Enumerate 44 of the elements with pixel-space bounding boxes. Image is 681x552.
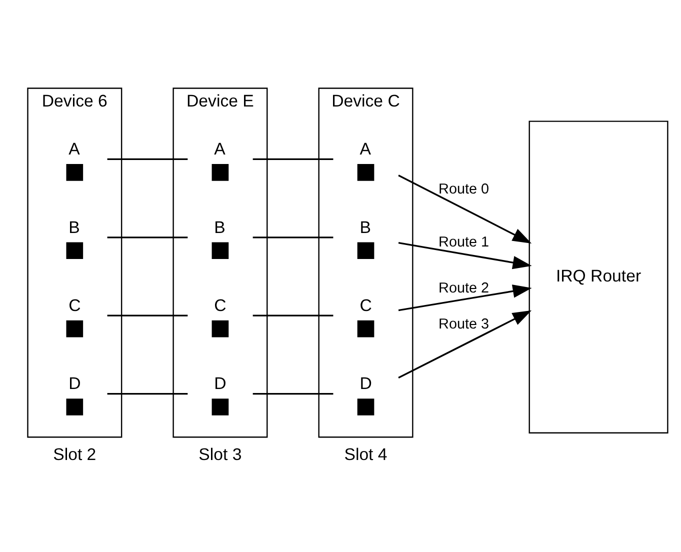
node-label: D	[360, 374, 372, 393]
edge-label: Route 2	[438, 280, 490, 296]
node-label: C	[68, 296, 81, 315]
node-label: D	[214, 374, 226, 393]
node-box	[357, 320, 374, 337]
node-box: IRQ Router	[528, 120, 668, 433]
connector	[107, 236, 188, 238]
node-box	[212, 320, 229, 337]
arrow	[398, 242, 532, 269]
edge-label: Route 1	[438, 234, 490, 250]
connector	[107, 158, 188, 160]
node-label: A	[360, 139, 371, 158]
connector	[252, 158, 334, 160]
node-label: C	[360, 296, 372, 315]
node-label: A	[68, 139, 80, 158]
node-box	[212, 242, 229, 259]
node-label: B	[214, 217, 226, 236]
arrow	[398, 284, 532, 311]
node-box	[357, 398, 374, 415]
node-label: D	[68, 374, 81, 393]
node-label: Slot 2	[53, 444, 96, 464]
node-box	[66, 398, 84, 415]
edge-label: Route 3	[438, 316, 490, 332]
connector	[107, 392, 188, 394]
arrow	[398, 310, 532, 378]
node-label: B	[360, 217, 371, 236]
node-label: B	[68, 217, 80, 236]
node-box	[66, 164, 84, 180]
node-box	[357, 242, 374, 259]
node-label: A	[214, 139, 226, 158]
node-box	[357, 164, 374, 180]
node-box	[212, 398, 229, 415]
node-label: Slot 3	[198, 444, 242, 464]
connector	[107, 314, 188, 316]
node-box	[66, 320, 84, 337]
connector	[252, 392, 334, 394]
connector	[252, 314, 334, 316]
node-box	[212, 164, 229, 180]
node-label: C	[214, 296, 226, 315]
node-box	[66, 242, 84, 259]
connector	[252, 236, 334, 238]
node-label: Slot 4	[344, 444, 388, 464]
edge-label: Route 0	[438, 181, 490, 198]
arrow	[398, 174, 532, 243]
